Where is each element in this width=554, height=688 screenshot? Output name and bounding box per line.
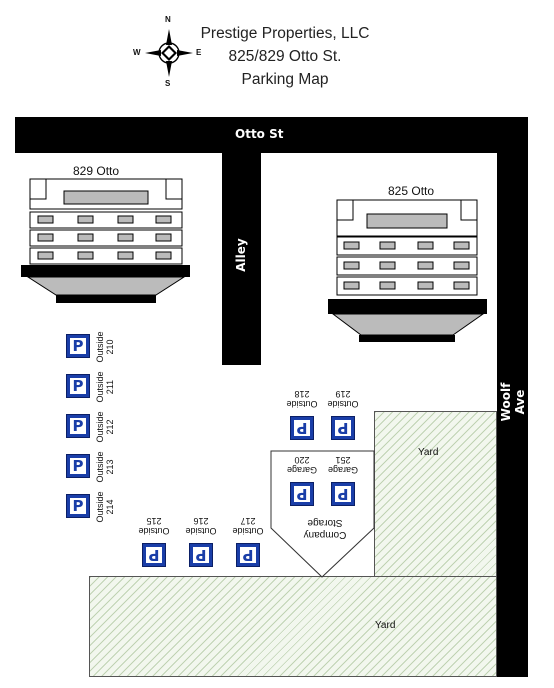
otto-street-label: Otto St <box>235 127 284 141</box>
compass-west: W <box>133 48 141 57</box>
large-yard <box>89 576 497 677</box>
compass-rose: N S E W <box>130 14 210 90</box>
otto-street <box>15 117 528 153</box>
building-825-label: 825 Otto <box>388 184 435 198</box>
compass-south: S <box>165 79 171 88</box>
parking-sign-213: P <box>66 454 90 478</box>
compass-icon <box>145 29 193 77</box>
map-header: Prestige Properties, LLC 825/829 Otto St… <box>180 22 390 91</box>
small-yard <box>374 411 497 577</box>
alley <box>222 153 261 365</box>
woolf-avenue <box>497 153 528 677</box>
compass-north: N <box>165 15 171 24</box>
parking-sign-215: P <box>142 543 166 567</box>
company-storage-label: Company Storage <box>303 517 347 540</box>
parking-sign-251: P <box>331 482 355 506</box>
large-yard-label: Yard <box>375 620 396 631</box>
parking-sign-218: P <box>290 416 314 440</box>
alley-label: Alley <box>234 238 248 272</box>
company-name: Prestige Properties, LLC <box>200 25 370 42</box>
parking-sign-214: P <box>66 494 90 518</box>
parking-sign-217: P <box>236 543 260 567</box>
parking-sign-211: P <box>66 374 90 398</box>
parking-sign-219: P <box>331 416 355 440</box>
woolf-avenue-label: Woolf Ave <box>499 382 527 422</box>
small-yard-label: Yard <box>418 447 439 458</box>
map-title: Parking Map <box>241 71 329 88</box>
compass-east: E <box>196 48 202 57</box>
building-829 <box>21 178 190 303</box>
property-address: 825/829 Otto St. <box>228 48 342 65</box>
parking-sign-220: P <box>290 482 314 506</box>
parking-sign-216: P <box>189 543 213 567</box>
building-829-label: 829 Otto <box>73 164 120 178</box>
parking-sign-210: P <box>66 334 90 358</box>
parking-sign-212: P <box>66 414 90 438</box>
building-825 <box>328 199 487 342</box>
